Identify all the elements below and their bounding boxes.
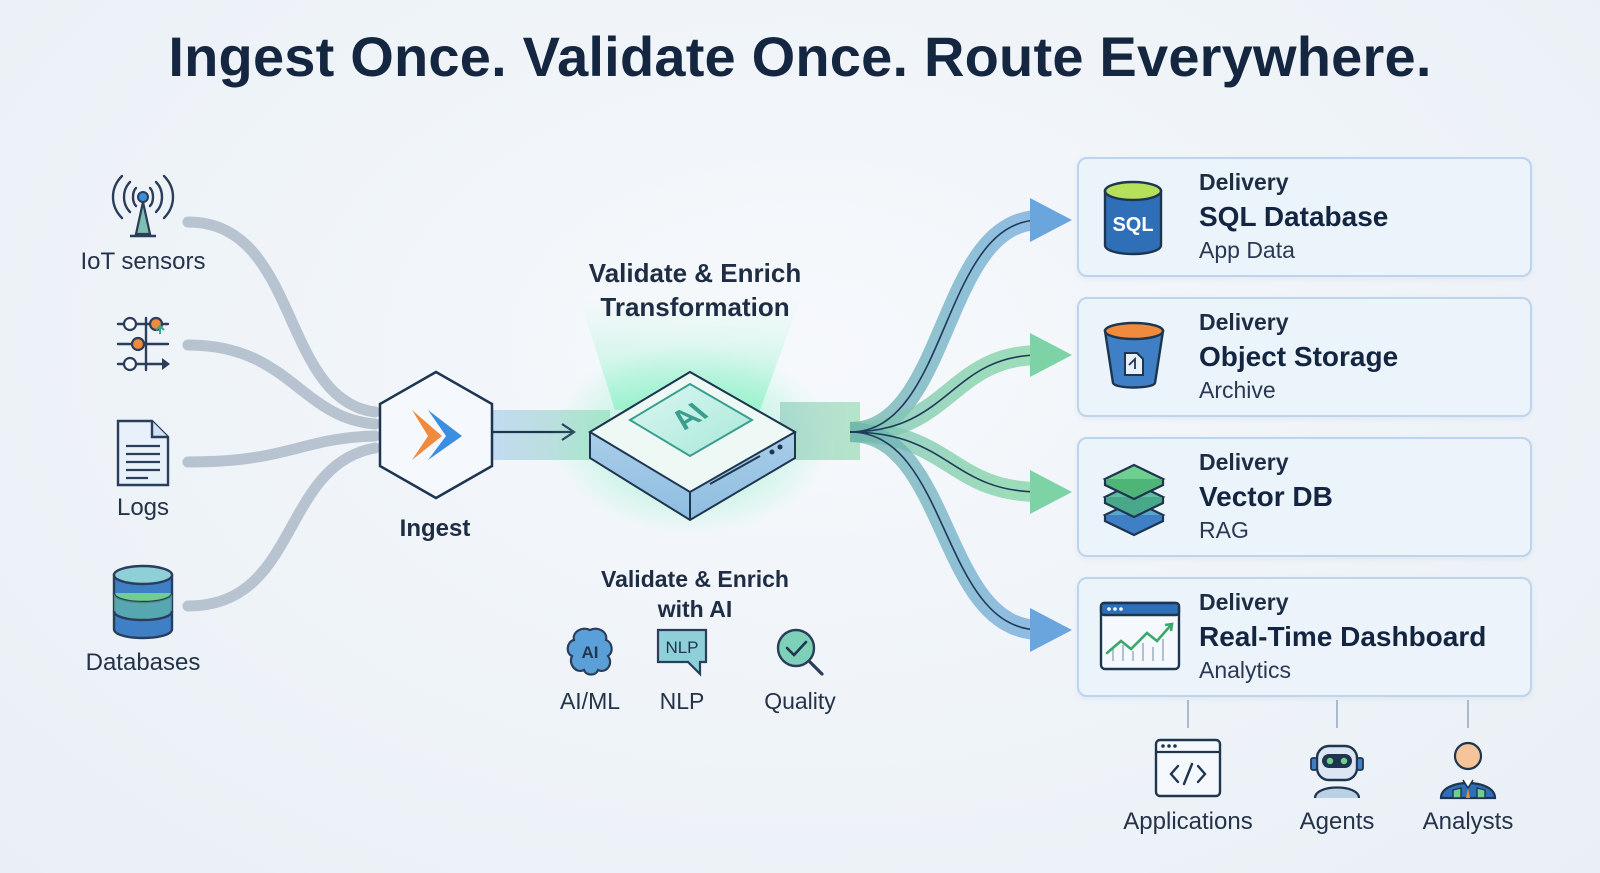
transform-caption-line2: with AI [657,596,733,622]
ai-chip-icon [588,370,798,522]
destination-kicker: Delivery [1199,589,1289,615]
tool-label: AI/ML [559,688,621,714]
destination-sql-database[interactable]: SQL Delivery SQL Database App Data [1077,157,1532,277]
flow-iot [182,216,381,418]
arrow-sql [1030,198,1072,242]
arrow-object [1030,333,1072,377]
tool-quality: Quality [740,624,860,715]
consumer-label: Agents [1299,808,1375,835]
tool-ai-ml: AI AI/ML [530,624,650,715]
destination-name: SQL Database [1199,201,1389,232]
destination-sub: Analytics [1199,657,1292,683]
source-pipeline-controls [53,310,233,380]
code-window-icon [1154,738,1222,798]
destination-sub: App Data [1199,237,1295,263]
person-icon [1439,741,1497,800]
tool-label: NLP [659,688,705,714]
consumer-analysts: Analysts [1388,738,1548,836]
ingest-label: Ingest [399,515,471,542]
transform-heading-line2: Transformation [600,292,790,322]
destination-object-storage[interactable]: Delivery Object Storage Archive [1077,297,1532,417]
destination-kicker: Delivery [1199,449,1289,475]
source-iot-sensors: IoT sensors [53,170,233,276]
destination-sub: RAG [1199,517,1249,543]
sql-cylinder-icon: SQL [1103,180,1163,256]
destination-name: Object Storage [1199,341,1399,372]
destination-vector-db[interactable]: Delivery Vector DB RAG [1077,437,1532,557]
destination-name: Vector DB [1199,481,1333,512]
robot-icon [1310,744,1364,799]
tool-badge: NLP [665,638,698,657]
destination-sub: Archive [1199,377,1276,403]
source-label: Logs [116,494,170,521]
sliders-icon [116,316,170,372]
brain-icon: AI [566,627,613,676]
source-logs: Logs [53,418,233,522]
destination-name: Real-Time Dashboard [1199,621,1487,652]
flow-sliders [182,339,381,430]
antenna-icon [111,174,175,238]
source-label: IoT sensors [80,248,206,275]
arrow-dashboard [1030,608,1072,652]
arrow-vector [1030,470,1072,514]
flow-databases [182,442,381,612]
destination-real-time-dashboard[interactable]: Delivery Real-Time Dashboard Analytics [1077,577,1532,697]
consumer-label: Analysts [1422,808,1514,835]
destination-kicker: Delivery [1199,309,1289,335]
transform-heading-line1: Validate & Enrich [588,258,802,288]
page-title: Ingest Once. Validate Once. Route Everyw… [168,25,1432,88]
tool-badge: AI [582,643,599,662]
flow-logs [182,430,381,468]
database-stack-icon [112,564,174,640]
source-databases: Databases [53,563,233,677]
bucket-icon [1103,321,1165,389]
source-label: Databases [85,649,201,676]
consumer-applications: Applications [1108,738,1268,836]
dashboard-chart-icon [1099,601,1181,671]
magnifier-check-icon [776,628,824,676]
consumer-agents: Agents [1257,738,1417,836]
tool-nlp: NLP NLP [622,624,742,715]
ingest-hexagon-icon [378,370,494,500]
transform-heading: Validate & Enrich Transformation [545,256,845,324]
consumer-label: Applications [1123,808,1253,835]
tool-label: Quality [764,688,836,714]
transform-caption: Validate & Enrich with AI [545,564,845,624]
speech-bubble-icon: NLP [656,628,708,677]
sql-badge: SQL [1112,214,1153,236]
destination-kicker: Delivery [1199,169,1289,195]
layers-icon [1102,463,1166,537]
transform-caption-line1: Validate & Enrich [601,566,789,592]
document-icon [116,419,170,487]
